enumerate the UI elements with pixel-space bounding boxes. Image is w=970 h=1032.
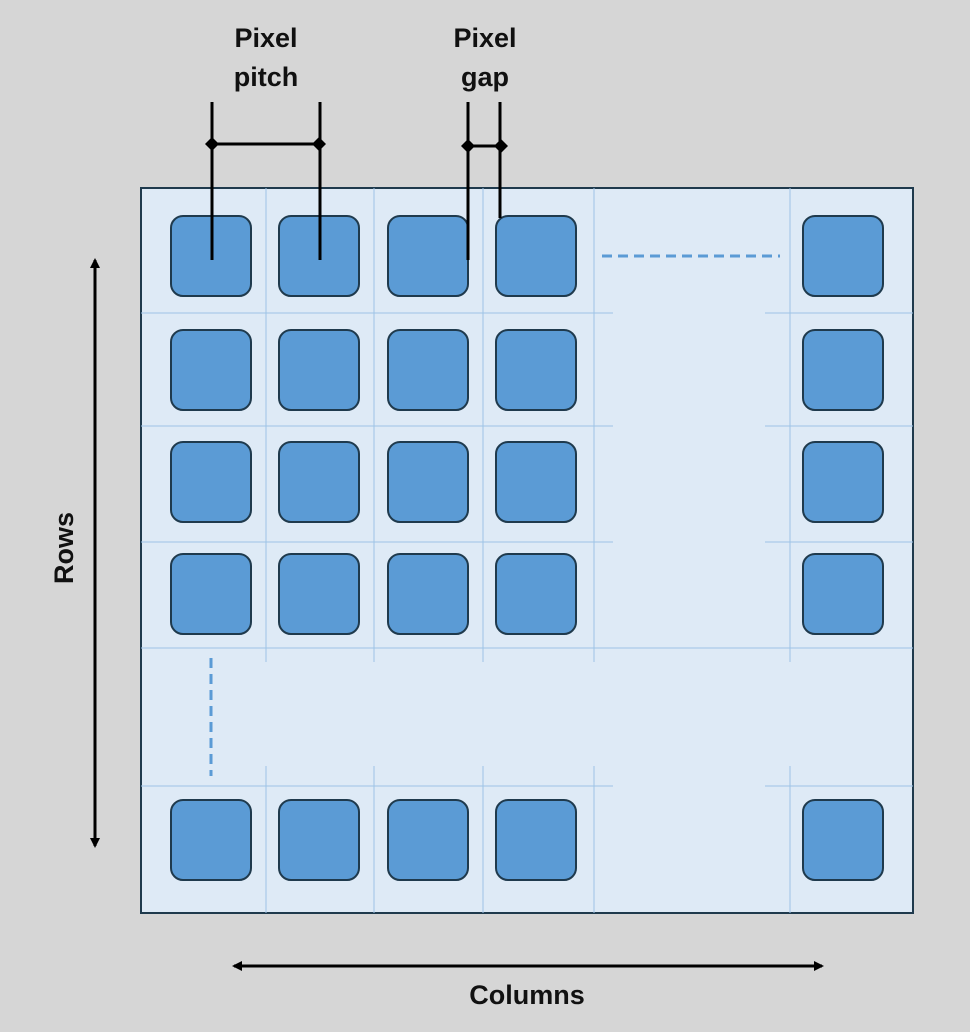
pixel-cell [278,329,360,411]
display-panel [140,187,914,914]
pixel-cell [495,553,577,635]
pixel-pitch-marker-right [312,137,326,151]
pixel-cell [278,799,360,881]
pixel-cell [495,441,577,523]
pixel-cell [495,329,577,411]
pixel-cell [170,329,252,411]
pixel-gap-label-line2: gap [461,62,509,92]
pixel-cell [802,553,884,635]
grid-lines [141,188,913,913]
pixel-pitch-dimension [210,102,322,260]
pixel-gap-label-line1: Pixel [453,23,516,53]
pixel-gap-marker-left [461,139,475,153]
pixel-array [170,215,884,881]
pixel-pitch-marker-left [205,137,219,151]
pixel-cell [495,215,577,297]
pixel-cell [387,553,469,635]
pixel-cell [387,215,469,297]
pixel-pitch-label-line2: pitch [234,62,299,92]
pixel-cell [170,553,252,635]
pixel-cell [387,329,469,411]
pixel-cell [802,441,884,523]
pixel-cell [802,215,884,297]
pixel-cell [495,799,577,881]
pixel-cell [278,553,360,635]
pixel-cell [170,799,252,881]
pixel-cell [278,441,360,523]
pixel-cell [387,799,469,881]
rows-label: Rows [49,512,79,584]
pixel-cell [170,441,252,523]
columns-label: Columns [469,980,585,1010]
pixel-pitch-label-line1: Pixel [234,23,297,53]
pixel-cell [387,441,469,523]
pixel-cell [802,799,884,881]
pixel-gap-marker-right [494,139,508,153]
pixel-cell [802,329,884,411]
